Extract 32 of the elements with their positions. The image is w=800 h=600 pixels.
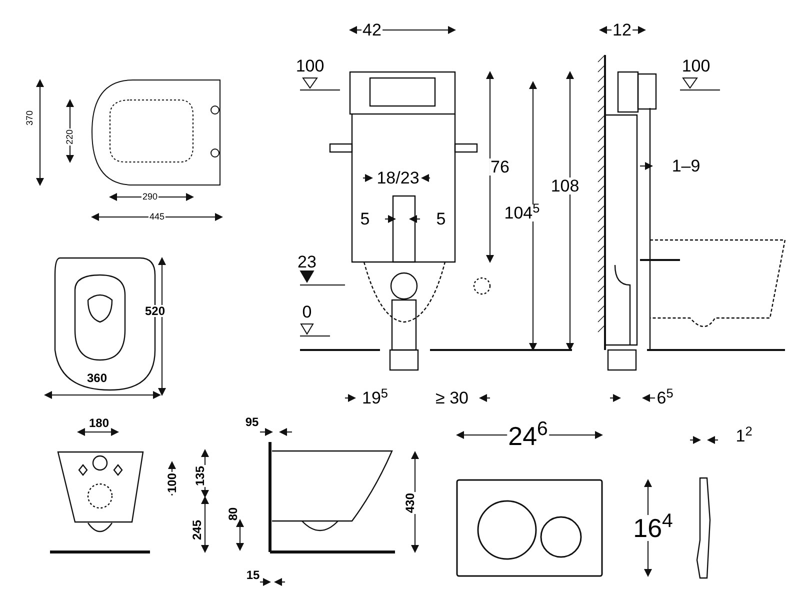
dimension-label: 5 [359,210,371,228]
dimension-label: 80 [227,506,239,522]
dimension-label: 19$^{5}$ [361,390,389,406]
dimension-label: 18/23 [376,170,420,186]
dimension-label: 95 [244,416,260,428]
dimension-label: 1–9 [670,158,702,174]
dimension-label: 520 [144,305,166,317]
dimension-label: 23 [296,254,318,270]
dimension-label: 5 [435,210,447,228]
dimension-label: 12 [612,22,632,38]
dimension-label: 16$^{4}$ [632,515,674,541]
dimension-label: 370 [26,109,34,127]
dimension-label: 100 [166,472,178,494]
dimension-label: 100 [680,58,712,74]
dimension-label: ≥ 30 [434,390,470,406]
dimension-label: 290 [141,192,159,202]
dimension-label: 76 [490,158,510,176]
dimension-label: 1$^{2}$ [734,428,754,444]
dimension-label: 430 [404,492,416,514]
dimension-label: 220 [66,128,74,146]
dimension-label: 104$^{5}$ [503,204,541,222]
dimension-label: 445 [148,212,166,222]
dimension-label: 180 [88,417,110,429]
dimension-label: 6$^{5}$ [656,390,674,406]
dimension-label: 135 [194,464,206,488]
dimension-label: 42 [362,22,382,38]
dimension-label: 108 [550,178,580,194]
dimension-label: 15 [245,569,261,581]
dimension-label: 100 [294,58,326,74]
dimension-label: 0 [301,304,313,320]
dimension-label: 245 [191,518,203,542]
dimension-label: 360 [86,372,108,384]
